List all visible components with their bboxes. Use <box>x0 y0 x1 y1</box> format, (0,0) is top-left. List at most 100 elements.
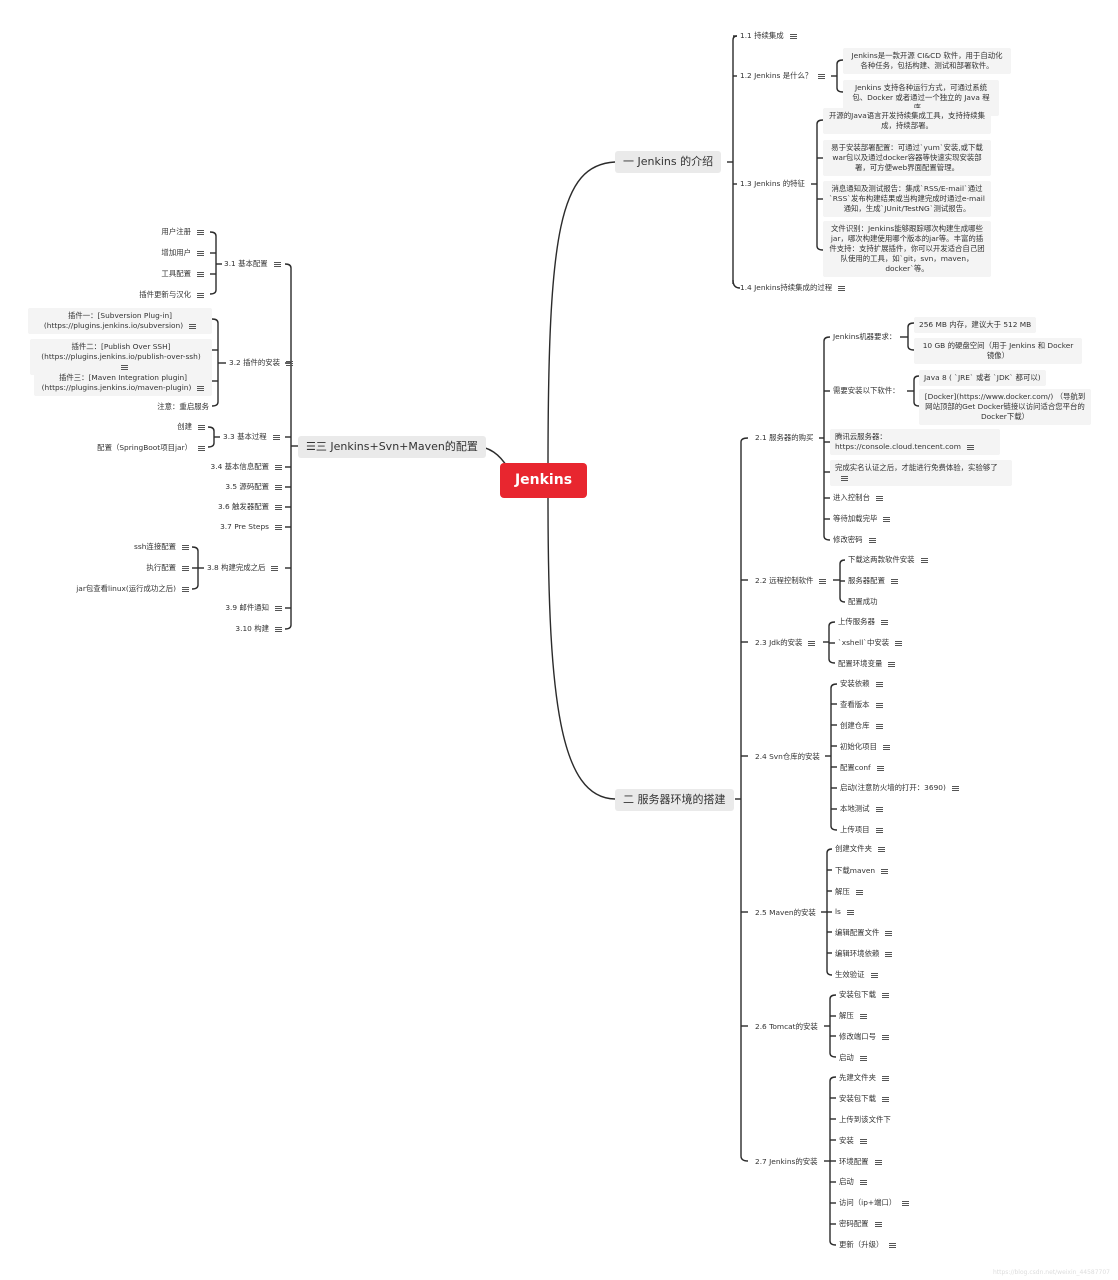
topic-2-7-c[interactable]: 上传到该文件下 <box>839 1115 891 1124</box>
topic-2-4-e[interactable]: 配置conf <box>837 762 887 774</box>
topic-3-1-a[interactable]: 用户注册 <box>158 226 207 238</box>
topic-2-1-a-2[interactable]: 10 GB 的硬盘空间（用于 Jenkins 和 Docker 镜像） <box>914 338 1082 364</box>
topic-2-5-a[interactable]: 创建文件夹 <box>832 843 888 855</box>
topic-2-4-b[interactable]: 查看版本 <box>837 699 886 711</box>
topic-2-7-i[interactable]: 更新（升级） <box>836 1239 899 1251</box>
topic-3-2-b[interactable]: 插件二：[Publish Over SSH](https://plugins.j… <box>30 339 212 375</box>
topic-2-4-f[interactable]: 启动(注意防火墙的打开：3690) <box>837 782 962 794</box>
topic-3-7[interactable]: 3.7 Pre Steps <box>217 521 285 533</box>
note-icon <box>841 475 848 481</box>
topic-2-4-d[interactable]: 初始化项目 <box>837 741 893 753</box>
note-icon <box>888 661 896 667</box>
topic-1-3-b[interactable]: 易于安装部署配置：可通过`yum`安装,或下载war包以及通过docker容器等… <box>823 140 991 176</box>
note-icon <box>882 744 890 750</box>
topic-2-5-f[interactable]: 编辑环境依赖 <box>832 948 895 960</box>
note-icon <box>819 578 827 584</box>
topic-3-6[interactable]: 3.6 触发器配置 <box>215 501 285 513</box>
topic-3-2-c[interactable]: 插件三：[Maven Integration plugin](https://p… <box>34 370 212 396</box>
topic-1-3-d[interactable]: 文件识别：Jenkins能够跟踪哪次构建生成哪些jar，哪次构建使用哪个版本的j… <box>823 221 991 277</box>
branch-server-setup[interactable]: 二 服务器环境的搭建 <box>615 789 734 811</box>
topic-2-6-d[interactable]: 启动 <box>836 1052 870 1064</box>
topic-2-6-a[interactable]: 安装包下载 <box>836 989 892 1001</box>
note-icon <box>189 323 197 329</box>
topic-2-7-a[interactable]: 先建文件夹 <box>836 1072 892 1084</box>
topic-2-6-c[interactable]: 修改端口号 <box>836 1031 892 1043</box>
topic-2-1-d[interactable]: 完成实名认证之后，才能进行免费体验，实验够了 <box>830 460 1012 486</box>
topic-1-2-a[interactable]: Jenkins是一款开源 CI&CD 软件，用于自动化各种任务，包括构建、测试和… <box>843 48 1011 74</box>
topic-1-2[interactable]: 1.2 Jenkins 是什么？ <box>737 70 828 82</box>
list-icon: ☰ <box>306 440 316 453</box>
topic-2-5-c[interactable]: 解压 <box>832 886 866 898</box>
topic-3-2-d[interactable]: 注意：重启服务 <box>157 402 209 411</box>
topic-2-6[interactable]: 2.6 Tomcat的安装 <box>755 1022 818 1031</box>
topic-2-1-e[interactable]: 进入控制台 <box>830 492 886 504</box>
topic-3-2-a[interactable]: 插件一：[Subversion Plug-in](https://plugins… <box>28 308 212 334</box>
topic-2-5-e[interactable]: 编辑配置文件 <box>832 927 895 939</box>
topic-2-3-c[interactable]: 配置环境变量 <box>835 658 898 670</box>
topic-2-1-g[interactable]: 修改密码 <box>830 534 879 546</box>
topic-2-1-b[interactable]: 需要安装以下软件： <box>833 386 900 395</box>
topic-2-3-b[interactable]: `xshell`中安装 <box>835 637 905 649</box>
topic-1-3-a[interactable]: 开源的Java语言开发持续集成工具，支持持续集成，持续部署。 <box>823 108 991 134</box>
topic-2-7[interactable]: 2.7 Jenkins的安装 <box>755 1157 818 1166</box>
topic-2-7-d[interactable]: 安装 <box>836 1135 870 1147</box>
note-icon <box>197 292 204 298</box>
topic-2-4-h[interactable]: 上传项目 <box>837 824 886 836</box>
note-icon <box>859 1055 867 1061</box>
topic-2-7-g[interactable]: 访问（ip+端口） <box>836 1197 912 1209</box>
note-icon <box>846 909 854 915</box>
topic-3-3-b[interactable]: 配置（SpringBoot项目jar） <box>94 442 208 454</box>
topic-2-1[interactable]: 2.1 服务器的购买 <box>755 433 814 442</box>
topic-3-8-b[interactable]: 执行配置 <box>143 562 192 574</box>
topic-3-10[interactable]: 3.10 构建 <box>232 623 285 635</box>
topic-2-4-a[interactable]: 安装依赖 <box>837 678 886 690</box>
topic-2-1-c[interactable]: 腾讯云服务器：https://console.cloud.tencent.com <box>830 429 1000 455</box>
topic-2-4-g[interactable]: 本地测试 <box>837 803 886 815</box>
topic-3-5[interactable]: 3.5 源码配置 <box>222 481 285 493</box>
topic-3-9[interactable]: 3.9 邮件通知 <box>222 602 285 614</box>
topic-3-3[interactable]: 3.3 基本过程 <box>220 431 283 443</box>
topic-2-7-b[interactable]: 安装包下载 <box>836 1093 892 1105</box>
topic-2-7-f[interactable]: 启动 <box>836 1176 870 1188</box>
topic-2-3-a[interactable]: 上传服务器 <box>835 616 891 628</box>
note-icon <box>885 951 893 957</box>
topic-1-3-c[interactable]: 消息通知及测试报告：集成`RSS/E-mail`通过`RSS`发布构建结果或当构… <box>823 181 991 217</box>
topic-2-7-e[interactable]: 环境配置 <box>836 1156 885 1168</box>
topic-2-1-b-2[interactable]: [Docker](https://www.docker.com/) （导航到网站… <box>919 389 1091 425</box>
branch-label: 一 Jenkins 的介绍 <box>623 155 714 168</box>
topic-2-5-b[interactable]: 下载maven <box>832 865 891 877</box>
topic-2-2-c[interactable]: 配置成功 <box>848 597 878 606</box>
topic-1-1[interactable]: 1.1 持续集成 <box>737 30 800 42</box>
branch-jenkins-svn-maven-config[interactable]: ☰ 三 Jenkins+Svn+Maven的配置 <box>298 436 486 458</box>
topic-2-1-a-1[interactable]: 256 MB 内存，建议大于 512 MB <box>914 317 1037 333</box>
topic-3-3-a[interactable]: 创建 <box>174 421 208 433</box>
topic-2-6-b[interactable]: 解压 <box>836 1010 870 1022</box>
topic-1-4[interactable]: 1.4 Jenkins持续集成的过程 <box>737 282 848 294</box>
topic-3-1-c[interactable]: 工具配置 <box>158 268 207 280</box>
topic-2-2-a[interactable]: 下载这两款软件安装 <box>845 554 931 566</box>
topic-3-1-d[interactable]: 插件更新与汉化 <box>136 289 207 301</box>
branch-jenkins-intro[interactable]: 一 Jenkins 的介绍 <box>615 151 722 173</box>
topic-2-3[interactable]: 2.3 Jdk的安装 <box>752 637 818 649</box>
root-node-jenkins[interactable]: Jenkins <box>500 463 587 498</box>
topic-3-8[interactable]: 3.8 构建完成之后 <box>204 562 281 574</box>
topic-3-1[interactable]: 3.1 基本配置 <box>221 258 284 270</box>
topic-2-2-b[interactable]: 服务器配置 <box>845 575 901 587</box>
topic-1-3[interactable]: 1.3 Jenkins 的特征 <box>740 179 805 188</box>
topic-3-1-b[interactable]: 增加用户 <box>158 247 207 259</box>
topic-2-7-h[interactable]: 密码配置 <box>836 1218 885 1230</box>
topic-2-2[interactable]: 2.2 远程控制软件 <box>752 575 829 587</box>
topic-3-8-c[interactable]: jar包查看linux(运行成功之后) <box>73 583 192 595</box>
topic-2-5-g[interactable]: 生效验证 <box>832 969 881 981</box>
topic-3-8-a[interactable]: ssh连接配置 <box>131 541 192 553</box>
topic-2-4-c[interactable]: 创建仓库 <box>837 720 886 732</box>
topic-3-2[interactable]: 3.2 插件的安装 <box>226 357 296 369</box>
topic-2-1-f[interactable]: 等待加载完毕 <box>830 513 893 525</box>
topic-2-1-b-1[interactable]: Java 8 ( `JRE` 或者 `JDK` 都可以) <box>919 370 1046 386</box>
topic-2-5[interactable]: 2.5 Maven的安装 <box>755 908 816 917</box>
topic-3-4[interactable]: 3.4 基本信息配置 <box>208 461 285 473</box>
topic-2-5-d[interactable]: ls <box>832 906 857 918</box>
note-icon <box>182 586 189 592</box>
topic-2-4[interactable]: 2.4 Svn仓库的安装 <box>755 752 820 761</box>
topic-2-1-a[interactable]: Jenkins机器要求： <box>833 332 897 341</box>
